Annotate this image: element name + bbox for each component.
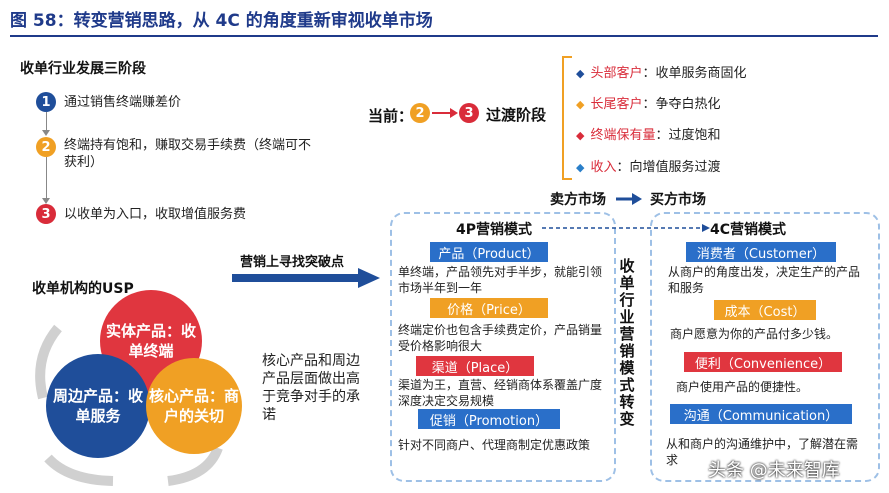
bullet-value: 争夺白热化 — [655, 97, 721, 112]
model-4c-title: 4C营销模式 — [710, 222, 787, 238]
current-label: 当前： — [368, 107, 414, 125]
4p-price-text: 终端定价也包含手续费定价，产品销量受价格影响很大 — [398, 323, 603, 353]
bullet-terminal-stock: ◆ 终端保有量：过度饱和 — [576, 124, 721, 143]
4c-communication-header: 沟通（Communication） — [670, 404, 852, 424]
4c-customer-header: 消费者（Customer） — [686, 242, 836, 262]
figure-title: 图 58：转变营销思路，从 4C 的角度重新审视收单市场 — [10, 11, 433, 31]
stage-connector-2 — [46, 157, 47, 201]
title-rule — [10, 35, 878, 37]
4p-price-header: 价格（Price） — [430, 298, 548, 318]
market-to: 买方市场 — [650, 192, 706, 208]
stage-arrow-1 — [42, 130, 50, 136]
bullet-head-customers: ◆ 头部客户：收单服务商固化 — [576, 62, 747, 81]
usp-title: 收单机构的USP — [32, 281, 134, 297]
bullet-key: 收入 — [590, 160, 617, 175]
diamond-icon: ◆ — [576, 67, 585, 80]
breakthrough-arrow-icon — [232, 268, 380, 288]
4p-promotion-text: 针对不同商户、代理商制定优惠政策 — [398, 438, 591, 452]
dashed-arrow-icon — [542, 224, 710, 232]
panel-4c — [650, 212, 880, 482]
4p-place-header: 渠道（Place） — [416, 356, 534, 376]
usp-caption: 核心产品和周边产品层面做出高于竞争对手的承诺 — [262, 353, 360, 423]
market-from: 卖方市场 — [550, 192, 606, 208]
stage-connector-1 — [46, 112, 47, 134]
bullet-value: 收单服务商固化 — [655, 66, 747, 81]
4p-product-text: 单终端，产品领先对手半步，就能引领市场半年到一年 — [398, 265, 603, 295]
stage-1-number: 1 — [36, 92, 56, 112]
current-from-number: 2 — [410, 103, 430, 123]
bullet-value: 向增值服务过渡 — [629, 160, 721, 175]
4c-cost-text: 商户愿意为你的产品付多少钱。 — [670, 327, 839, 341]
4c-communication-text: 从和商户的沟通维护中，了解潜在需求 — [666, 437, 859, 467]
shift-label: 收单行业营销模式转变 — [619, 257, 635, 428]
breakthrough-label: 营销上寻找突破点 — [240, 255, 345, 270]
bullet-sep: ： — [642, 66, 656, 81]
model-4p-title: 4P营销模式 — [456, 222, 533, 238]
bullets-bracket — [562, 56, 572, 180]
diamond-icon: ◆ — [576, 161, 585, 174]
stage-arrow-2 — [42, 198, 50, 204]
bullet-sep: ： — [616, 160, 630, 175]
bullet-key: 头部客户 — [590, 66, 643, 81]
4c-cost-header: 成本（Cost） — [714, 300, 816, 320]
diamond-icon: ◆ — [576, 129, 585, 142]
peripheral-product-circle: 周边产品：收单服务 — [46, 354, 150, 458]
stages-title: 收单行业发展三阶段 — [20, 61, 146, 77]
bullet-longtail-customers: ◆ 长尾客户：争夺白热化 — [576, 93, 721, 112]
current-to-number: 3 — [459, 103, 479, 123]
panel-4p — [390, 212, 616, 482]
bullet-revenue: ◆ 收入：向增值服务过渡 — [576, 156, 721, 175]
bullet-key: 终端保有量 — [590, 128, 656, 143]
bullet-sep: ： — [642, 97, 656, 112]
stage-2-text: 终端持有饱和，赚取交易手续费（终端可不获利） — [64, 138, 312, 170]
4c-customer-text: 从商户的角度出发，决定生产的产品和服务 — [668, 265, 861, 295]
diamond-icon: ◆ — [576, 98, 585, 111]
stage-3-number: 3 — [36, 204, 56, 224]
bullet-value: 过度饱和 — [668, 128, 721, 143]
bullet-key: 长尾客户 — [590, 97, 643, 112]
4p-promotion-header: 促销（Promotion） — [418, 409, 560, 429]
cycle-arrows-icon — [35, 324, 223, 486]
4c-convenience-header: 便利（Convenience） — [684, 352, 842, 372]
4p-product-header: 产品（Product） — [430, 242, 548, 262]
4c-convenience-text: 商户使用产品的便捷性。 — [676, 380, 809, 394]
market-arrow-icon — [616, 193, 642, 205]
core-product-circle: 核心产品：商户的关切 — [146, 358, 242, 454]
stage-3-text: 以收单为入口，收取增值服务费 — [64, 207, 247, 222]
current-arrow-icon — [432, 108, 458, 118]
stage-2-number: 2 — [36, 137, 56, 157]
4p-place-text: 渠道为王，直营、经销商体系覆盖广度深度决定交易规模 — [398, 378, 603, 408]
watermark: 头条 @未来智库 — [708, 460, 840, 481]
bullet-sep: ： — [655, 128, 669, 143]
current-stage-label: 过渡阶段 — [486, 106, 547, 124]
stage-1-text: 通过销售终端赚差价 — [64, 95, 182, 110]
